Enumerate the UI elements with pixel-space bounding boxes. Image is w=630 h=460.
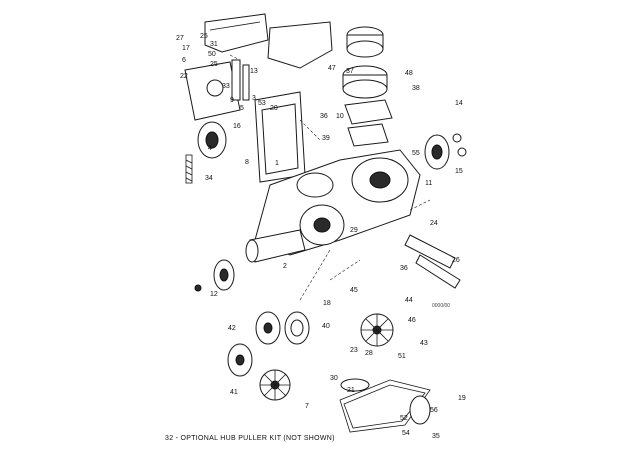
callout-label: 9 bbox=[230, 97, 234, 104]
drive-belt bbox=[339, 378, 431, 433]
callout-label: 36 bbox=[400, 265, 408, 272]
callout-label: 1 bbox=[275, 160, 279, 167]
gasket-plate bbox=[254, 91, 306, 183]
callout-label: 53 bbox=[258, 100, 266, 107]
callout-label: 37 bbox=[346, 68, 354, 75]
callout-label: 40 bbox=[322, 323, 330, 330]
left-wheel-hub bbox=[194, 259, 235, 292]
callout-label: 7 bbox=[305, 403, 309, 410]
right-shaft bbox=[404, 234, 461, 289]
callout-label: 41 bbox=[230, 389, 238, 396]
pulley-c bbox=[227, 343, 253, 377]
callout-label: 25 bbox=[200, 33, 208, 40]
callout-label: 26 bbox=[452, 257, 460, 264]
callout-label: 31 bbox=[210, 41, 218, 48]
callout-label: 17 bbox=[182, 45, 190, 52]
callout-label: 20 bbox=[270, 105, 278, 112]
callout-label: 5 bbox=[240, 105, 244, 112]
callout-label: 36 bbox=[320, 113, 328, 120]
callout-label: 23 bbox=[350, 347, 358, 354]
callout-label: 10 bbox=[336, 113, 344, 120]
callout-label: 44 bbox=[405, 297, 413, 304]
callout-label: 16 bbox=[233, 123, 241, 130]
callout-label: 8 bbox=[245, 159, 249, 166]
callout-label: 38 bbox=[412, 85, 420, 92]
callout-labels: 27 17 6 25 31 50 25 22 33 13 9 3 5 53 20… bbox=[176, 33, 466, 440]
callout-label: 52 bbox=[400, 415, 408, 422]
callout-label: 19 bbox=[458, 395, 466, 402]
callout-label: 3 bbox=[252, 95, 256, 102]
callout-label: 6 bbox=[182, 57, 186, 64]
cooling-fan-lower bbox=[259, 369, 291, 401]
top-cover-plate bbox=[204, 13, 333, 69]
callout-label: 35 bbox=[432, 433, 440, 440]
spring bbox=[185, 154, 193, 184]
callout-label: 39 bbox=[322, 135, 330, 142]
callout-label: 55 bbox=[412, 150, 420, 157]
callout-label: 51 bbox=[398, 353, 406, 360]
linkage-bracket bbox=[184, 59, 250, 121]
callout-label: 15 bbox=[455, 168, 463, 175]
callout-label: 47 bbox=[328, 65, 336, 72]
callout-label: 14 bbox=[455, 100, 463, 107]
callout-label: 30 bbox=[330, 375, 338, 382]
leader-lines bbox=[229, 54, 431, 301]
callout-label: 2 bbox=[283, 263, 287, 270]
callout-label: 50 bbox=[208, 51, 216, 58]
callout-label: 27 bbox=[176, 35, 184, 42]
cylinder-stack bbox=[342, 26, 393, 147]
callout-label: 28 bbox=[365, 350, 373, 357]
callout-label: 22 bbox=[180, 73, 188, 80]
callout-label: 18 bbox=[323, 300, 331, 307]
callout-label: 12 bbox=[210, 291, 218, 298]
transmission-housing bbox=[254, 149, 421, 256]
right-flange bbox=[424, 133, 467, 170]
callout-label: 56 bbox=[430, 407, 438, 414]
callout-label: 21 bbox=[347, 387, 355, 394]
callout-label: 13 bbox=[250, 68, 258, 75]
callout-label: 11 bbox=[425, 180, 432, 187]
pulley-b bbox=[284, 311, 310, 345]
callout-label: 24 bbox=[430, 220, 438, 227]
callout-label: 54 bbox=[402, 430, 410, 437]
left-axle bbox=[245, 229, 306, 263]
callout-label: 34 bbox=[205, 175, 213, 182]
callout-label: 33 bbox=[222, 83, 230, 90]
callout-label: 42 bbox=[228, 325, 236, 332]
callout-label: 29 bbox=[350, 227, 358, 234]
callout-label: 43 bbox=[420, 340, 428, 347]
callout-label: 45 bbox=[350, 287, 358, 294]
callout-label: 48 bbox=[405, 70, 413, 77]
footnote-text: 32 - OPTIONAL HUB PULLER KIT (NOT SHOWN) bbox=[165, 435, 335, 442]
callout-label: 25 bbox=[210, 61, 218, 68]
callout-label: 4 bbox=[208, 145, 212, 152]
callout-label: 46 bbox=[408, 317, 416, 324]
left-flange bbox=[197, 121, 227, 159]
cooling-fan-upper bbox=[360, 313, 394, 347]
reference-code: 0000/00 bbox=[432, 303, 451, 309]
pulley-a bbox=[255, 311, 281, 345]
